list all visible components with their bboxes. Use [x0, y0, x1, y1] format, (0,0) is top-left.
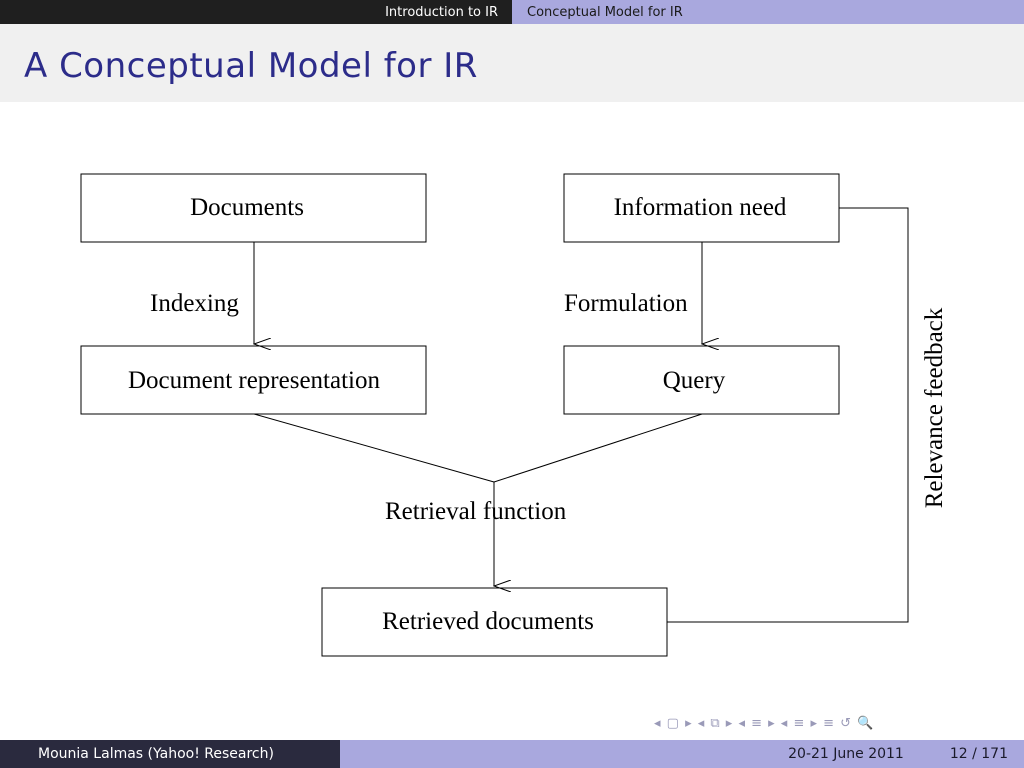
- slide-title: A Conceptual Model for IR: [24, 46, 478, 86]
- nav-section-link[interactable]: Introduction to IR: [385, 4, 498, 20]
- footline-left: Mounia Lalmas (Yahoo! Research): [0, 740, 340, 768]
- beamer-headline: Introduction to IR Conceptual Model for …: [0, 0, 1024, 24]
- query-label: Query: [663, 367, 726, 394]
- headline-right: Conceptual Model for IR: [512, 0, 1024, 24]
- relevance-feedback-line: [667, 207, 909, 623]
- footer-author: Mounia Lalmas (Yahoo! Research): [38, 746, 274, 762]
- document-representation-label: Document representation: [128, 367, 380, 394]
- information-need-label: Information need: [614, 194, 787, 221]
- formulation-label: Formulation: [564, 290, 688, 317]
- query-to-retrieval-line: [493, 413, 703, 483]
- footline-right: 20-21 June 2011 12 / 171: [340, 740, 1024, 768]
- documents-label: Documents: [190, 194, 304, 221]
- retrieved-documents-label: Retrieved documents: [382, 608, 594, 635]
- headline-left: Introduction to IR: [0, 0, 512, 24]
- beamer-footline: Mounia Lalmas (Yahoo! Research) 20-21 Ju…: [0, 740, 1024, 768]
- footer-date: 20-21 June 2011: [788, 746, 904, 762]
- relevance-feedback-label: Relevance feedback: [921, 307, 948, 508]
- indexing-label: Indexing: [150, 290, 239, 317]
- retrieval-function-label: Retrieval function: [385, 498, 567, 525]
- beamer-navigation-symbols[interactable]: ◂ ▢ ▸ ◂ ⧉ ▸ ◂ ≡ ▸ ◂ ≡ ▸ ≡ ↺ 🔍: [654, 716, 875, 731]
- nav-subsection-link[interactable]: Conceptual Model for IR: [527, 4, 683, 20]
- footer-page-number: 12 / 171: [949, 746, 1008, 762]
- frame-title-band: A Conceptual Model for IR: [0, 24, 1024, 102]
- docrep-to-retrieval-line: [253, 413, 495, 483]
